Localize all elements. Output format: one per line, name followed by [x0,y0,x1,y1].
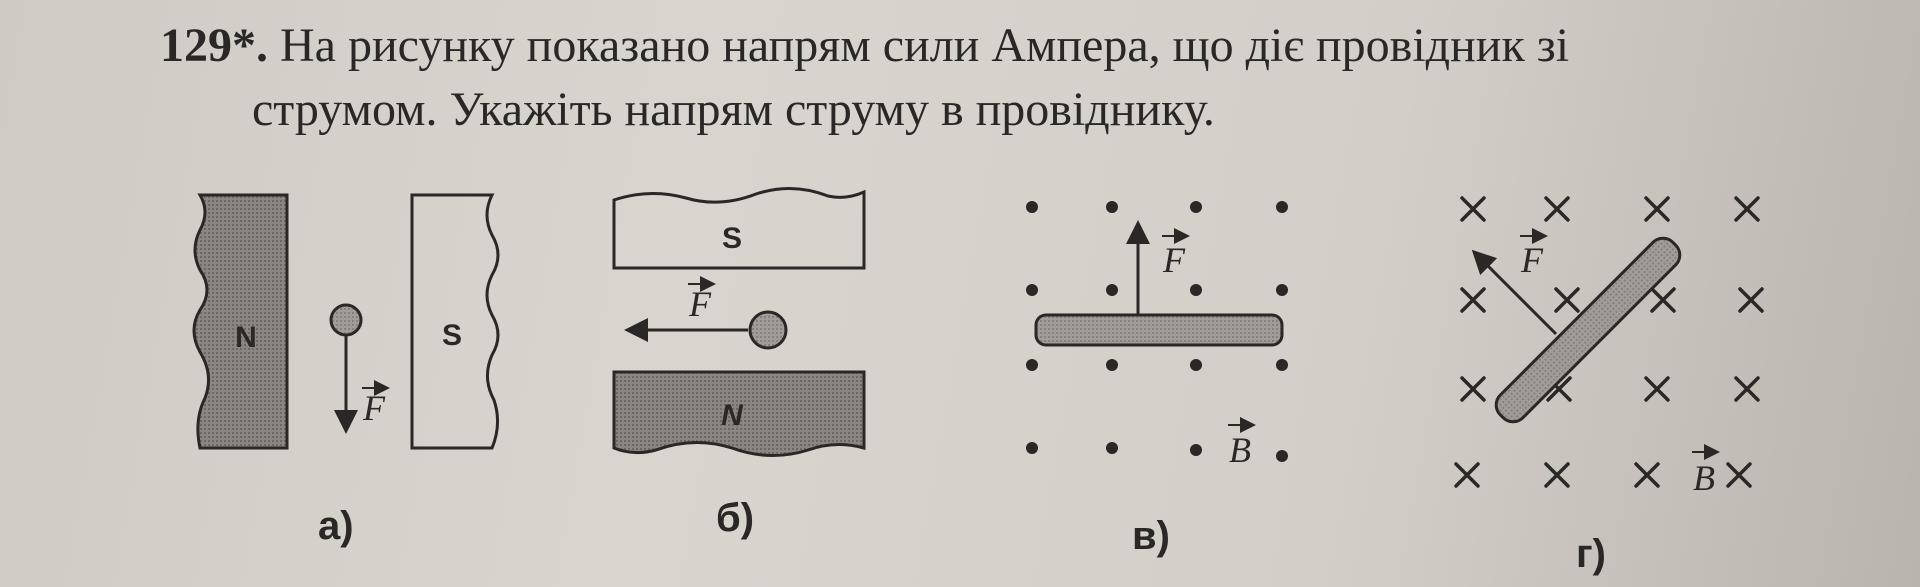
figure-b: S F N [612,186,866,458]
field-dots [1026,201,1288,462]
conductor-cross-section-b [748,310,788,350]
conductor-cross-section [329,303,363,337]
problem-number: 129*. [160,19,268,72]
figure-v: F B [1026,201,1288,470]
field-label-g: B [1693,458,1715,498]
problem-line-1: 129*. На рисунку показано напрям сили Ам… [160,14,1840,78]
figure-label-a: а) [318,504,354,548]
field-label-v: B [1229,430,1251,470]
figure-a: N S F [192,193,500,450]
problem-text: 129*. На рисунку показано напрям сили Ам… [160,14,1840,142]
force-label-g: F [1520,240,1544,280]
pole-label-s-top: S [722,222,742,255]
conductor-rod-v [1034,313,1284,347]
force-arrow-g [1471,249,1558,336]
force-label-a: F [362,388,386,428]
magnet-s-top [612,186,866,270]
pole-label-s: S [442,319,462,352]
problem-line-2: струмом. Укажіть напрям струму в провідн… [252,83,1215,136]
pole-label-n-bottom: N [721,399,744,432]
pole-label-n: N [235,321,257,354]
magnet-n-left [192,193,289,450]
figure-g: F B [1454,196,1764,498]
figure-label-b: б) [716,496,755,540]
magnet-n-bottom [612,370,866,458]
force-label-v: F [1162,240,1186,280]
figure-label-v: в) [1132,514,1170,558]
force-label-b: F [688,284,712,324]
conductor-rod-g [1494,236,1682,424]
problem-statement-1: На рисунку показано напрям сили Ампера, … [280,19,1570,72]
field-crosses [1454,196,1764,488]
magnet-s-right [410,193,500,450]
figure-label-g: г) [1576,532,1606,576]
